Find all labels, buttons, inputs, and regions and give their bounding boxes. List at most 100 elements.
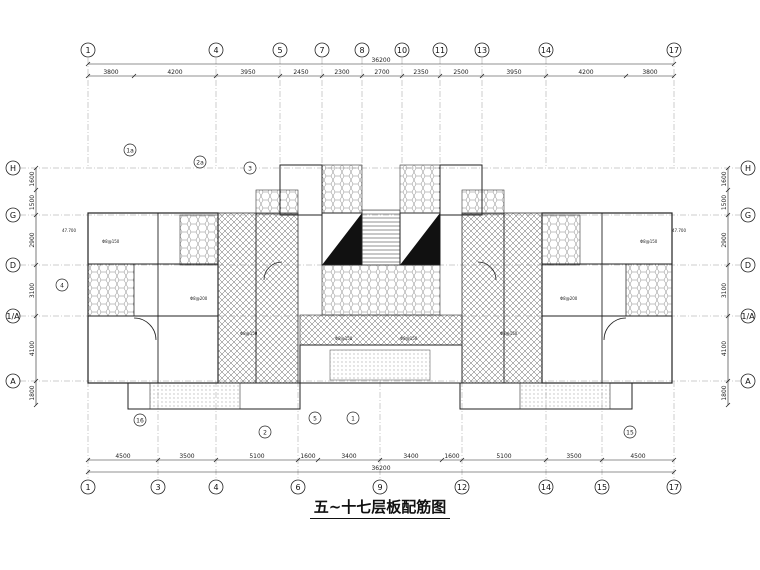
section-mark-2-label: 3: [248, 166, 252, 173]
bottom-dim-tick-3: [295, 457, 301, 463]
bottom-dim-label-1: 3500: [179, 453, 194, 460]
top-total-tick-0: [85, 61, 91, 67]
right-dim-label-3: 3100: [721, 283, 728, 298]
bottom-total-tick-0: [85, 469, 91, 475]
right-axis-2-circle: [740, 257, 756, 273]
section-mark-3-label: 4: [60, 283, 64, 290]
left-dim-label-4: 4100: [29, 341, 36, 356]
left-axis-0-label: H: [10, 164, 16, 173]
bottom-dim-tick-6: [439, 457, 445, 463]
left-dim-tick-3: [33, 262, 39, 268]
top-total-tick-1: [671, 61, 677, 67]
bottom-dim-label-6: 1600: [444, 453, 459, 460]
bottom-axis-14-circle: [538, 479, 554, 495]
top-dim-tick-0: [85, 73, 91, 79]
top-axis-7-label: 7: [319, 46, 324, 55]
left-dim-label-3: 3100: [29, 283, 36, 298]
left-dim-tick-4: [33, 313, 39, 319]
bottom-total-label-0: 36200: [371, 465, 390, 472]
left-axis-2-circle: [5, 257, 21, 273]
section-mark-8-label: 16: [136, 418, 144, 425]
right-dim-label-2: 2900: [721, 232, 728, 247]
bottom-dim-tick-0: [85, 457, 91, 463]
top-axis-8-label: 8: [359, 46, 364, 55]
top-axis-4-circle: [208, 42, 224, 58]
bottom-axis-17-circle: [666, 479, 682, 495]
top-total-label-0: 36200: [371, 57, 390, 64]
left-axis-0-circle: [5, 160, 21, 176]
top-axis-7-circle: [314, 42, 330, 58]
top-axis-14-circle: [538, 42, 554, 58]
bottom-dim-label-0: 4500: [115, 453, 130, 460]
right-dim-tick-1: [725, 187, 731, 193]
top-dim-tick-8: [479, 73, 485, 79]
svg-text:Φ8@150: Φ8@150: [240, 331, 258, 336]
right-axis-4-label: A: [745, 377, 751, 386]
section-mark-7-label: 15: [626, 430, 634, 437]
bottom-dim-label-7: 5100: [496, 453, 511, 460]
top-axis-17-circle: [666, 42, 682, 58]
bottom-axis-15-circle: [594, 479, 610, 495]
left-dim-tick-1: [33, 187, 39, 193]
note-left: 47.700: [62, 228, 76, 233]
section-mark-4-circle: [308, 411, 322, 425]
bottom-axis-12-label: 12: [457, 483, 467, 492]
top-axis-13-label: 13: [477, 46, 487, 55]
left-dim-label-1: 1500: [29, 195, 36, 210]
section-mark-5-circle: [258, 425, 272, 439]
top-dim-label-10: 3800: [642, 69, 657, 76]
left-dim-tick-2: [33, 212, 39, 218]
right-dim-label-5: 1800: [721, 385, 728, 400]
left-axis-3-circle: [5, 308, 21, 324]
left-dim-tick-5: [33, 378, 39, 384]
left-dim-label-5: 1800: [29, 385, 36, 400]
right-dim-tick-2: [725, 212, 731, 218]
top-dim-tick-3: [277, 73, 283, 79]
top-axis-11-label: 11: [435, 46, 445, 55]
bottom-axis-3-label: 3: [155, 483, 160, 492]
top-axis-11-circle: [432, 42, 448, 58]
bottom-axis-1-label: 1: [85, 483, 90, 492]
right-axis-1-circle: [740, 207, 756, 223]
top-dim-label-5: 2700: [374, 69, 389, 76]
right-dim-label-0: 1600: [721, 171, 728, 186]
bottom-axis-4-label: 4: [213, 483, 218, 492]
svg-text:Φ8@150: Φ8@150: [335, 336, 353, 341]
top-dim-label-0: 3800: [103, 69, 118, 76]
right-axis-0-label: H: [745, 164, 751, 173]
svg-text:Φ8@150: Φ8@150: [500, 331, 518, 336]
left-axis-1-circle: [5, 207, 21, 223]
bottom-axis-9-label: 9: [377, 483, 382, 492]
bottom-dim-tick-1: [155, 457, 161, 463]
right-axis-1-label: G: [745, 211, 751, 220]
left-axis-4-label: A: [10, 377, 16, 386]
bottom-axis-9-circle: [372, 479, 388, 495]
left-axis-3-label: 1/A: [6, 312, 20, 321]
bottom-axis-6-label: 6: [295, 483, 300, 492]
rebar-notes: Φ8@150 Φ8@200 Φ8@150 Φ8@150 Φ8@150 Φ8@15…: [102, 239, 658, 341]
section-mark-7-circle: [623, 425, 637, 439]
bottom-dim-label-3: 1600: [300, 453, 315, 460]
top-axis-10-circle: [394, 42, 410, 58]
bottom-dim-label-9: 4500: [630, 453, 645, 460]
bottom-axis-4-circle: [208, 479, 224, 495]
right-axis-3-label: 1/A: [741, 312, 755, 321]
left-axis-2-label: D: [10, 261, 16, 270]
top-dim-tick-6: [399, 73, 405, 79]
bottom-total-tick-1: [671, 469, 677, 475]
svg-text:Φ8@150: Φ8@150: [102, 239, 120, 244]
top-dim-tick-11: [671, 73, 677, 79]
bottom-dim-tick-7: [459, 457, 465, 463]
right-axis-2-label: D: [745, 261, 751, 270]
section-mark-6-label: 1: [351, 416, 355, 423]
top-dim-label-4: 2300: [334, 69, 349, 76]
top-dim-tick-9: [543, 73, 549, 79]
top-dim-tick-2: [213, 73, 219, 79]
right-dim-label-1: 1500: [721, 195, 728, 210]
bottom-dim-tick-8: [543, 457, 549, 463]
bottom-dim-tick-9: [599, 457, 605, 463]
slab-areas: Φ8@150 Φ8@200 Φ8@150 Φ8@150 Φ8@150 Φ8@15…: [87, 164, 673, 410]
section-mark-1-label: 2a: [196, 160, 204, 167]
left-dim-label-0: 1600: [29, 171, 36, 186]
